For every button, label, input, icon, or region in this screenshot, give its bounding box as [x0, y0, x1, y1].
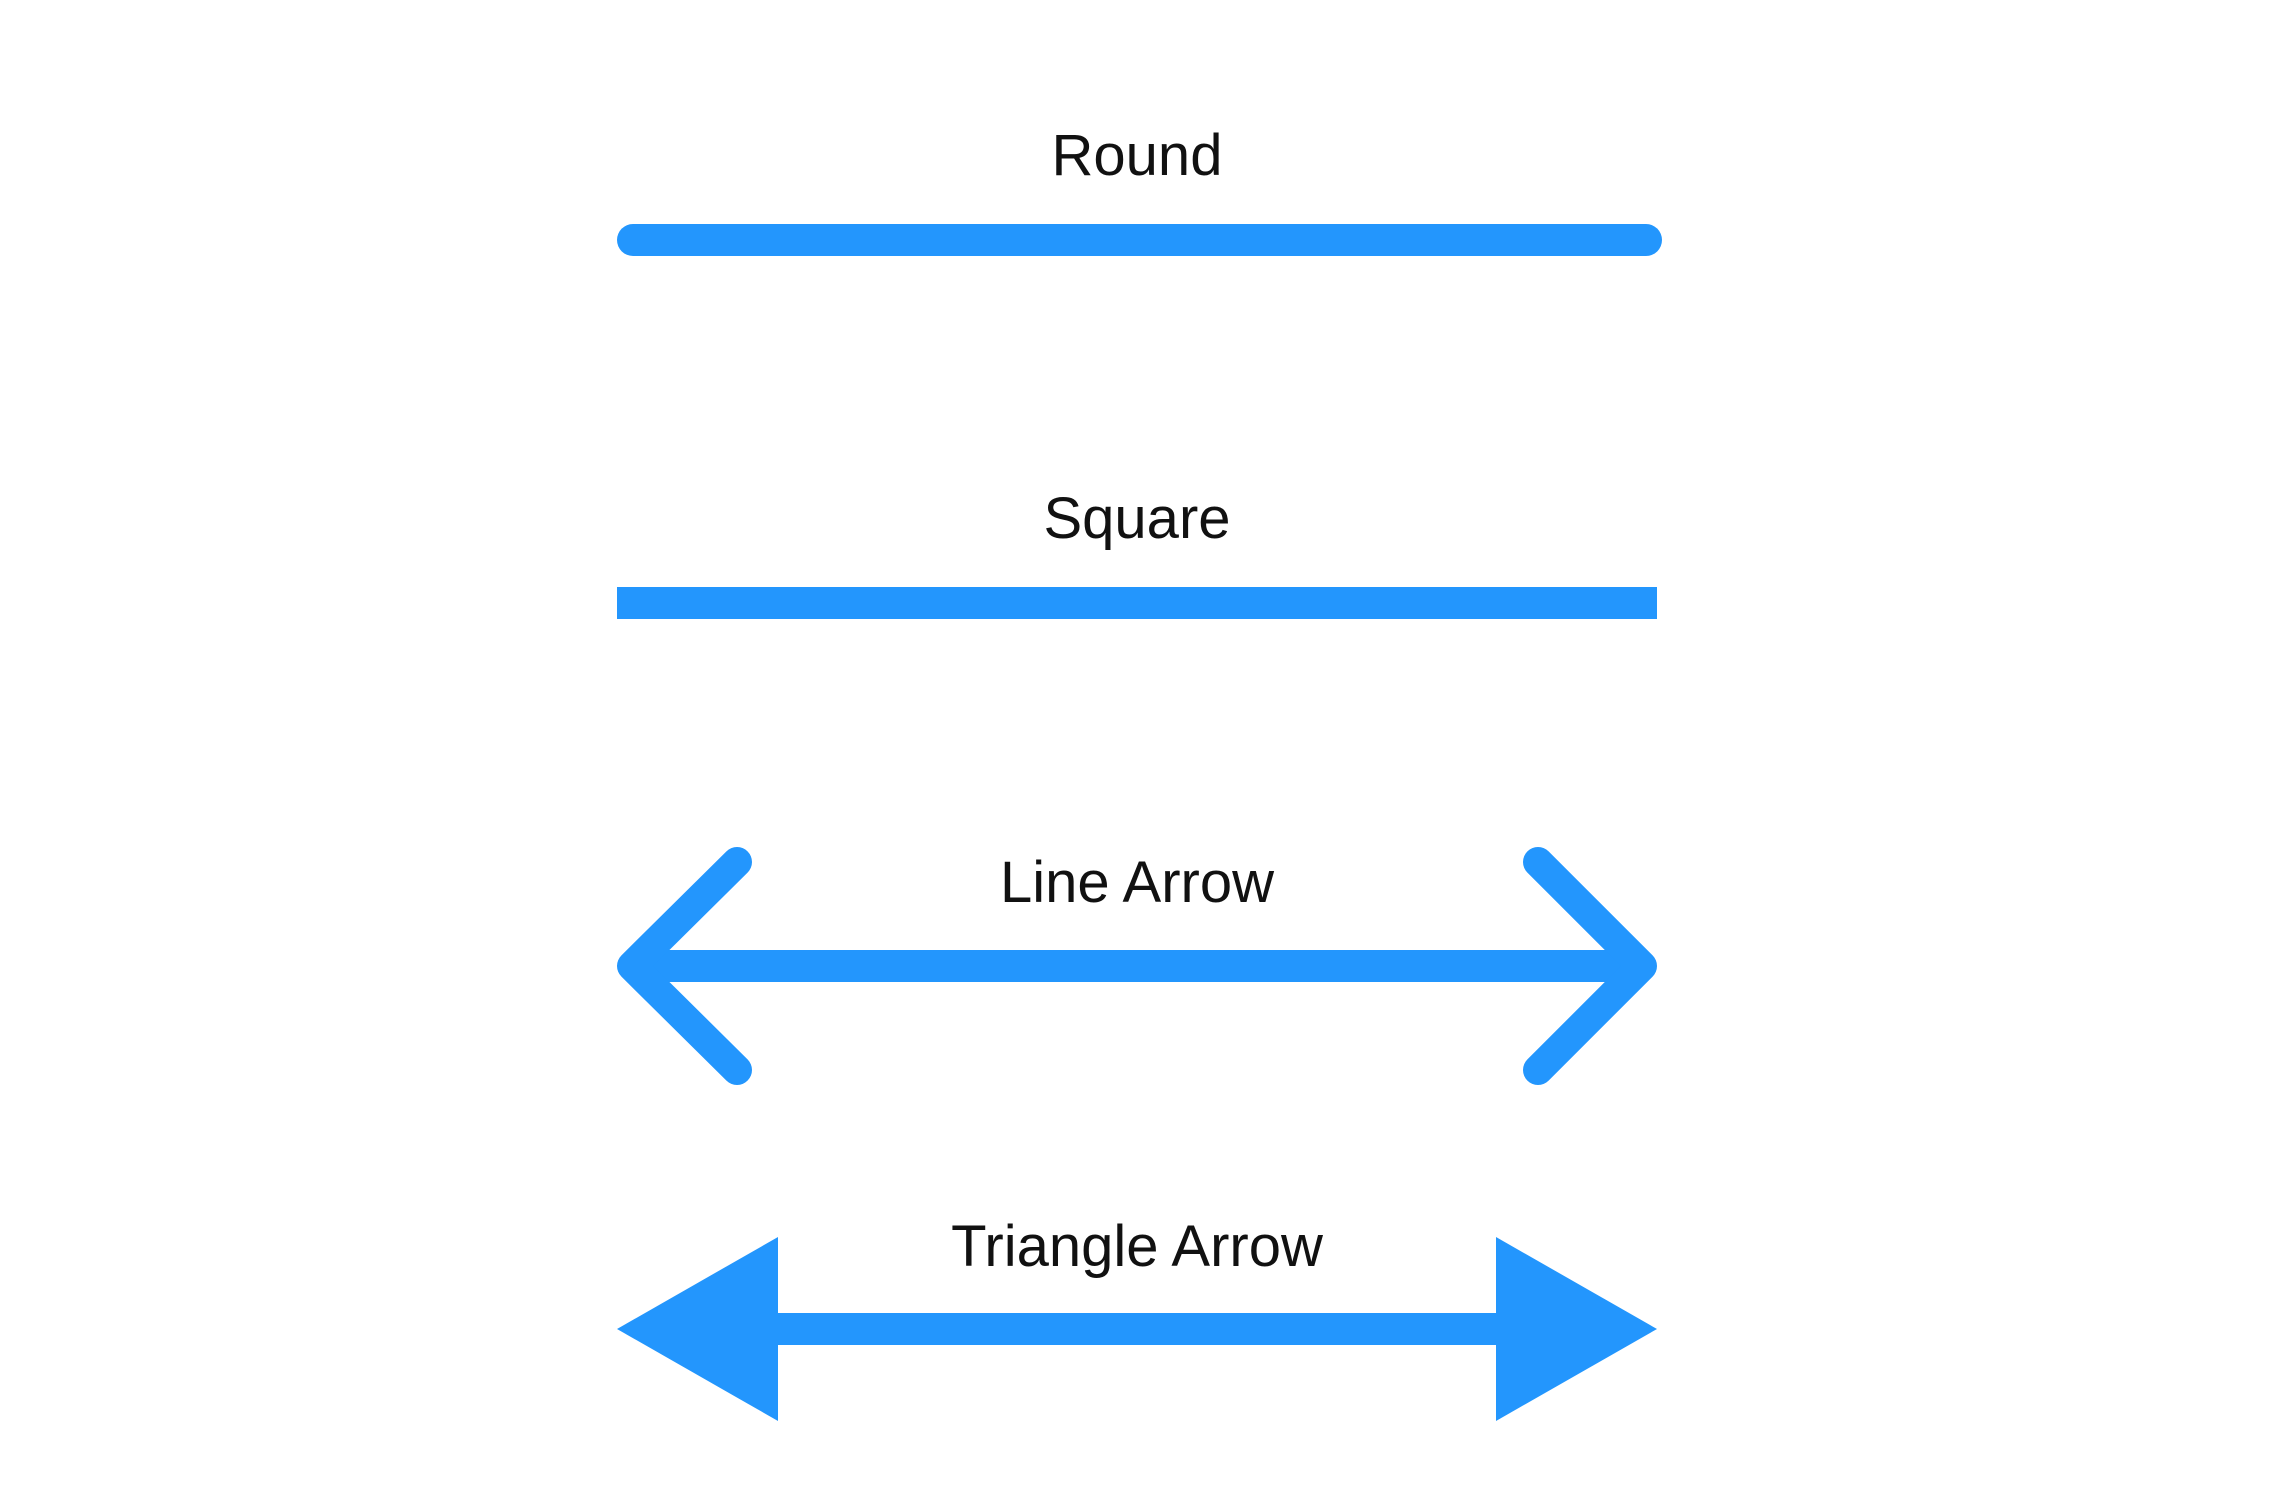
- round-cap-example: Round: [617, 123, 1662, 256]
- line-arrow-left-head: [617, 847, 752, 1085]
- triangle-arrow-label: Triangle Arrow: [951, 1214, 1324, 1279]
- round-label: Round: [1052, 123, 1223, 188]
- triangle-arrow-left-head: [617, 1237, 778, 1421]
- triangle-arrow-example: Triangle Arrow: [617, 1214, 1657, 1421]
- square-label: Square: [1043, 486, 1230, 551]
- line-arrow-label: Line Arrow: [1000, 850, 1275, 915]
- triangle-arrow-right-head: [1496, 1237, 1657, 1421]
- line-arrow-right-head: [1523, 847, 1657, 1085]
- line-arrow-example: Line Arrow: [617, 847, 1657, 1085]
- square-cap-example: Square: [617, 486, 1657, 619]
